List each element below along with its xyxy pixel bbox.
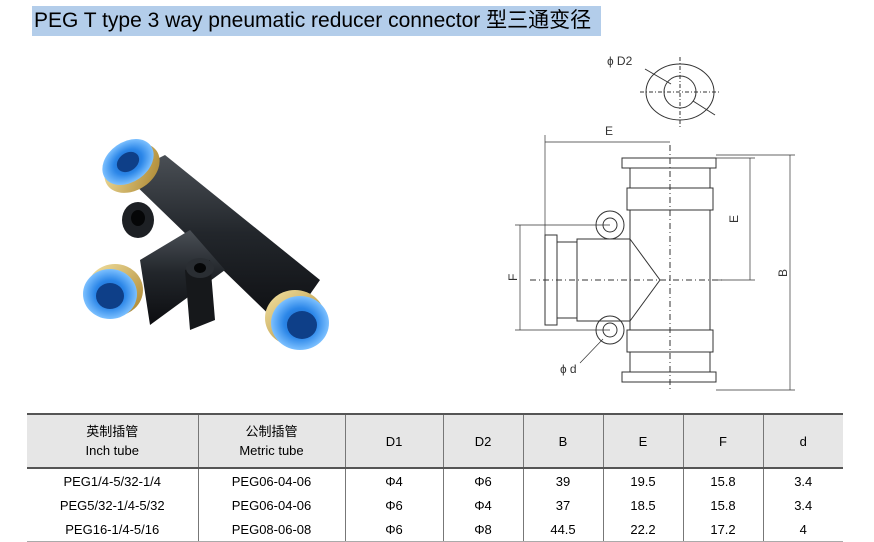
cell-f: 15.8 bbox=[682, 493, 764, 517]
header-d1: D1 bbox=[344, 413, 444, 469]
header-b: B bbox=[522, 413, 604, 469]
cell-e: 19.5 bbox=[602, 468, 684, 493]
cell-d1: Φ6 bbox=[344, 517, 444, 542]
cell-d: 3.4 bbox=[762, 468, 843, 493]
header-text: 英制插管 bbox=[86, 424, 139, 439]
cell-b: 44.5 bbox=[522, 517, 604, 542]
table-row: PEG1/4-5/32-1/4 PEG06-04-06 Φ4 Φ6 39 19.… bbox=[27, 468, 843, 493]
header-f: F bbox=[682, 413, 764, 469]
header-inch-tube: 英制插管 Inch tube bbox=[27, 413, 199, 469]
cell-d2: Φ4 bbox=[442, 493, 524, 517]
label-phi-d2: ɸ D2 bbox=[607, 54, 633, 68]
cell-inch-tube: PEG5/32-1/4-5/32 bbox=[27, 493, 199, 517]
cell-inch-tube: PEG16-1/4-5/16 bbox=[27, 517, 199, 542]
cell-d2: Φ6 bbox=[442, 468, 524, 493]
cell-d1: Φ4 bbox=[344, 468, 444, 493]
table-row: PEG16-1/4-5/16 PEG08-06-08 Φ6 Φ8 44.5 22… bbox=[27, 517, 843, 542]
label-b: B bbox=[776, 269, 790, 277]
label-phi-d: ɸ d bbox=[560, 362, 577, 376]
label-e-top: E bbox=[605, 124, 613, 138]
cell-b: 39 bbox=[522, 468, 604, 493]
cell-f: 15.8 bbox=[682, 468, 764, 493]
header-d2: D2 bbox=[442, 413, 524, 469]
header-metric-tube: 公制插管 Metric tube bbox=[197, 413, 346, 469]
cell-e: 22.2 bbox=[602, 517, 684, 542]
technical-drawing: ɸ D2 E E B F ɸ d bbox=[506, 54, 795, 391]
cell-e: 18.5 bbox=[602, 493, 684, 517]
header-e: E bbox=[602, 413, 684, 469]
cell-metric-tube: PEG08-06-08 bbox=[197, 517, 346, 542]
header-text: Inch tube bbox=[85, 443, 140, 458]
spec-table: 英制插管 Inch tube 公制插管 Metric tube D1 D2 B … bbox=[27, 413, 843, 542]
cell-metric-tube: PEG06-04-06 bbox=[197, 493, 346, 517]
cell-f: 17.2 bbox=[682, 517, 764, 542]
header-text: Metric tube bbox=[239, 443, 304, 458]
cell-inch-tube: PEG1/4-5/32-1/4 bbox=[27, 468, 199, 493]
cell-d1: Φ6 bbox=[344, 493, 444, 517]
cell-d2: Φ8 bbox=[442, 517, 524, 542]
header-d: d bbox=[762, 413, 843, 469]
product-photo bbox=[83, 139, 329, 350]
table-row: PEG5/32-1/4-5/32 PEG06-04-06 Φ6 Φ4 37 18… bbox=[27, 493, 843, 517]
cell-b: 37 bbox=[522, 493, 604, 517]
header-text: 公制插管 bbox=[245, 424, 298, 439]
label-e-side: E bbox=[727, 215, 741, 223]
cell-metric-tube: PEG06-04-06 bbox=[197, 468, 346, 493]
page-title: PEG T type 3 way pneumatic reducer conne… bbox=[32, 6, 602, 36]
table-header-row: 英制插管 Inch tube 公制插管 Metric tube D1 D2 B … bbox=[27, 413, 843, 469]
label-f: F bbox=[506, 274, 520, 281]
cell-d: 4 bbox=[762, 517, 843, 542]
cell-d: 3.4 bbox=[762, 493, 843, 517]
